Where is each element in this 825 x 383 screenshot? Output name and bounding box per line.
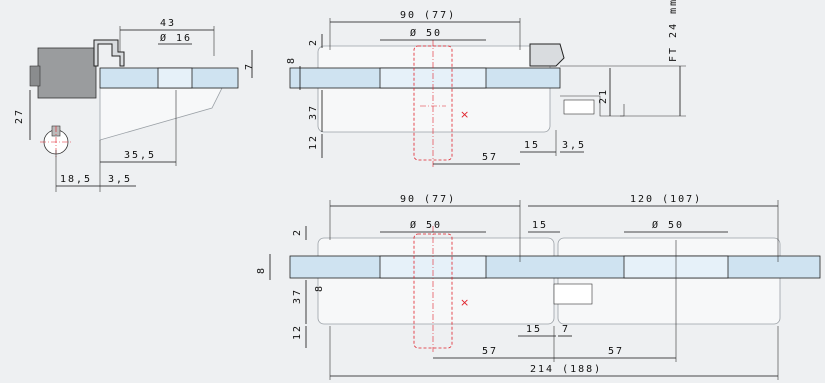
rail-profile [93,39,125,67]
dim-57-right: 57 [608,346,624,357]
floor-bracket [560,95,625,117]
detail-top-view: × 90 (77) Ø 50 2 8 37 12 21 FT 24 mm 57 … [286,0,686,168]
dim-57-left: 57 [482,346,498,357]
dim-diam-50-right: Ø 50 [652,219,684,231]
dim-90-77: 90 (77) [400,10,456,21]
dim-3-5-left: 3,5 [108,174,132,185]
dim-35-5: 35,5 [124,150,156,161]
dim-3-5: 3,5 [562,140,586,151]
dim-37: 37 [292,288,303,304]
mounting-bracket [99,87,223,141]
dim-12: 12 [308,134,319,150]
glass-pane [289,255,821,279]
floor-guide [563,99,595,115]
dim-7: 7 [562,324,570,335]
axis-marker: × [460,296,469,309]
dim-8-small: 8 [314,284,325,292]
dim-diam-50-left: Ø 50 [410,219,442,231]
door-body-right [557,237,781,325]
dim-37: 37 [308,104,319,120]
dim-12: 12 [292,324,303,340]
dim-15: 15 [526,324,542,335]
dim-7: 7 [244,62,255,70]
dim-8: 8 [256,266,267,274]
detail-left-view: 43 Ø 16 7 27 35,5 18,5 3,5 [14,18,255,192]
detail-bottom-view: × 90 (77) 120 (107) Ø 50 Ø 50 15 2 8 8 3… [256,194,821,380]
end-profile [529,43,565,67]
dim-diam-16: Ø 16 [160,32,192,44]
dim-ft-24mm: FT 24 mm [668,0,679,62]
dim-27: 27 [14,108,25,124]
dim-120-107: 120 (107) [630,194,702,205]
door-body-left [317,237,555,325]
dim-43: 43 [160,18,176,29]
center-guide [553,283,593,305]
clamp-block [157,67,193,89]
dim-2: 2 [308,38,319,46]
door-body [317,45,551,133]
drive-unit [37,47,97,99]
dim-2: 2 [292,228,303,236]
drive-unit-cap [29,65,41,87]
dim-8: 8 [286,56,297,64]
dim-15: 15 [524,140,540,151]
dim-214-188: 214 (188) [530,364,602,375]
axis-marker: × [460,108,469,121]
dim-diam-50: Ø 50 [410,27,442,39]
dim-21: 21 [598,88,609,104]
dim-15-top: 15 [532,220,548,231]
dim-18-5: 18,5 [60,174,92,185]
dim-57: 57 [482,152,498,163]
dim-90-77: 90 (77) [400,194,456,205]
